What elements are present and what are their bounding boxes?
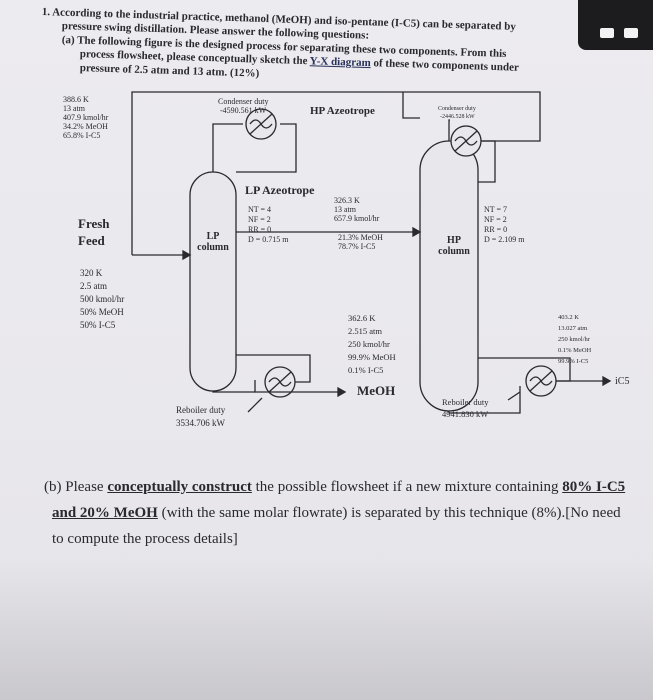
lp-distillate-meoh: 21.3% MeOH	[338, 233, 383, 242]
lp-spec-nf: NF = 2	[248, 215, 271, 224]
hp-condenser-label: Condenser duty	[438, 106, 476, 112]
lp-column-vessel	[189, 171, 237, 392]
ic5-meoh-impurity: 0.1% MeOH	[558, 347, 592, 354]
ic5-product-arrow	[602, 375, 612, 387]
part-b-line2: and 20% MeOH (with the same molar flowra…	[52, 505, 621, 521]
hp-reboiler-duty: 4941.830 kW	[442, 409, 489, 419]
hp-column-label: HP column	[438, 235, 470, 257]
ic5-temperature: 403.2 K	[558, 314, 579, 321]
page-shadow	[0, 560, 653, 700]
feed-flowrate: 500 kmol/hr	[80, 294, 125, 304]
lp-condenser-duty: -4590.561 kW	[220, 106, 267, 115]
part-b-line1: (b) Please conceptually construct the po…	[44, 479, 626, 495]
lp-spec-nt: NT = 4	[248, 205, 272, 214]
hp-condenser-loop	[403, 91, 541, 142]
hp-column-vessel	[419, 140, 479, 412]
hp-vapor-line	[448, 119, 450, 141]
feed-pressure: 2.5 atm	[80, 281, 107, 291]
meoh-product-label: MeOH	[357, 383, 396, 398]
part-b-line3: to compute the process details]	[52, 531, 238, 547]
hp-condenser-duty: -2446.528 kW	[440, 114, 475, 120]
meoh-pressure: 2.515 atm	[348, 326, 382, 336]
feed-arrow	[182, 249, 192, 261]
lp-distillate-pressure: 13 atm	[334, 205, 356, 214]
meoh-ic5-impurity: 0.1% I-C5	[348, 365, 384, 375]
lp-reflux-line	[236, 123, 297, 173]
hp-overhead-line	[402, 92, 420, 119]
meoh-product-arrow	[337, 386, 347, 398]
lp-spec-d: D = 0.715 m	[248, 235, 289, 244]
lp-reboiler-pointer	[247, 397, 263, 413]
lp-column-label: LP column	[197, 231, 229, 253]
device-ui-overlay	[578, 0, 653, 50]
ic5-purity: 99.9% I-C5	[558, 358, 589, 365]
recycle-temperature: 388.6 K	[63, 95, 89, 104]
lp-reboiler-diagonal	[268, 371, 292, 393]
lp-condenser-label: Condenser duty	[218, 97, 269, 106]
lp-boilup-line	[236, 354, 311, 383]
overlay-button-icon	[600, 28, 614, 38]
ic5-flowrate: 250 kmol/hr	[558, 336, 590, 343]
hp-spec-nf: NF = 2	[484, 215, 507, 224]
recycle-meoh: 34.2% MeOH	[63, 122, 108, 131]
recycle-flowrate: 407.9 kmol/hr	[63, 113, 109, 122]
hp-spec-d: D = 2.109 m	[484, 235, 525, 244]
hp-bottoms-line	[448, 386, 521, 414]
hp-reboiler-pointer	[507, 391, 521, 401]
lp-spec-rr: RR = 0	[248, 225, 272, 234]
feed-meoh: 50% MeOH	[80, 307, 124, 317]
lp-vapor-line	[212, 123, 243, 172]
hp-condenser-diagonal	[454, 130, 478, 152]
hp-azeotrope-label: HP Azeotrope	[310, 105, 375, 117]
overlay-button-icon	[624, 28, 638, 38]
lp-distillate-flowrate: 657.9 kmol/hr	[334, 214, 380, 223]
hp-spec-nt: NT = 7	[484, 205, 508, 214]
feed-ic5: 50% I-C5	[80, 320, 116, 330]
fresh-feed-label: Fresh Feed	[78, 216, 110, 248]
lp-bottoms-line	[212, 380, 256, 393]
hp-reboiler-diagonal	[529, 370, 553, 392]
lp-azeotrope-label: LP Azeotrope	[245, 183, 315, 197]
meoh-flowrate: 250 kmol/hr	[348, 339, 390, 349]
ic5-pressure: 13.027 atm	[558, 325, 588, 332]
feed-temperature: 320 K	[80, 268, 103, 278]
ic5-product-label: iC5	[615, 376, 630, 387]
lp-distillate-arrow	[412, 226, 422, 238]
hp-reboiler-label: Reboiler duty	[442, 397, 489, 407]
hp-spec-rr: RR = 0	[484, 225, 508, 234]
meoh-purity: 99.9% MeOH	[348, 352, 396, 362]
lp-distillate-temperature: 326.3 K	[334, 196, 360, 205]
hp-reflux-line	[478, 140, 496, 183]
lp-condenser-diagonal	[249, 113, 273, 135]
recycle-ic5: 65.8% I-C5	[63, 131, 101, 140]
lp-reboiler-label: Reboiler duty	[176, 405, 226, 415]
meoh-temperature: 362.6 K	[348, 313, 376, 323]
lp-distillate-ic5: 78.7% I-C5	[338, 242, 376, 251]
lp-reboiler-duty: 3534.706 kW	[176, 418, 225, 428]
recycle-stream-line	[131, 91, 403, 255]
recycle-pressure: 13 atm	[63, 104, 85, 113]
